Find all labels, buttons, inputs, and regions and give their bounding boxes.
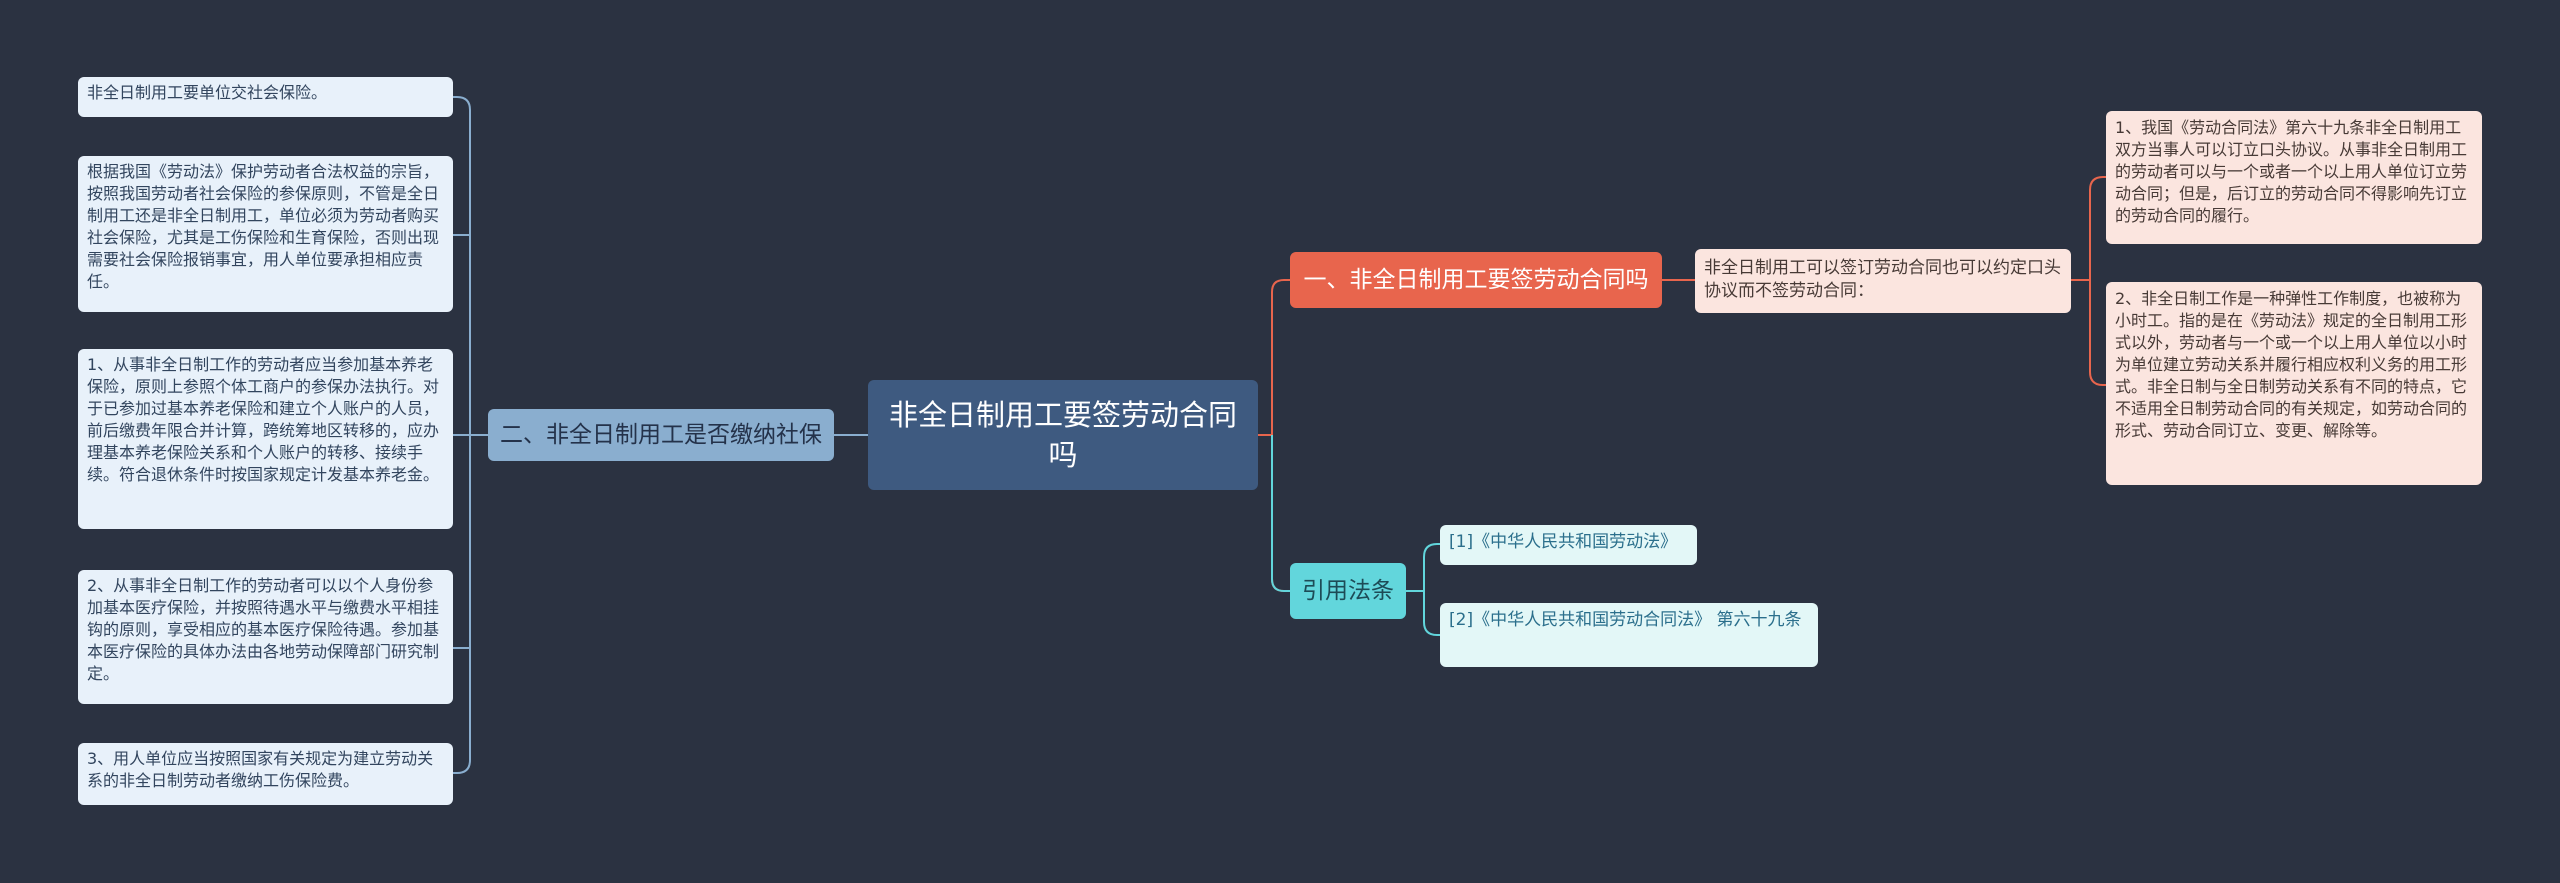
contract-summary-node[interactable]: 非全日制用工可以签订劳动合同也可以约定口头协议而不签劳动合同：	[1695, 249, 2071, 313]
citation-contract-law[interactable]: [2]《中华人民共和国劳动合同法》 第六十九条	[1440, 603, 1818, 667]
link-root-right	[1258, 279, 1290, 592]
link-root-right2	[1271, 435, 1290, 592]
link-left-leaves	[453, 96, 488, 774]
leaf-labor-law-basis[interactable]: 根据我国《劳动法》保护劳动者合法权益的宗旨，按照我国劳动者社会保险的参保原则，不…	[78, 156, 453, 312]
link-mid-leaves	[2071, 176, 2106, 386]
leaf-insurance-required[interactable]: 非全日制用工要单位交社会保险。	[78, 77, 453, 117]
leaf-injury-insurance[interactable]: 3、用人单位应当按照国家有关规定为建立劳动关系的非全日制劳动者缴纳工伤保险费。	[78, 743, 453, 805]
root-topic[interactable]: 非全日制用工要签劳动合同吗	[868, 380, 1258, 490]
branch-contract-required[interactable]: 一、非全日制用工要签劳动合同吗	[1290, 252, 1662, 308]
branch-cited-laws[interactable]: 引用法条	[1290, 563, 1406, 619]
leaf-flexible-work[interactable]: 2、非全日制工作是一种弹性工作制度，也被称为小时工。指的是在《劳动法》规定的全日…	[2106, 282, 2482, 485]
leaf-contract-law-69[interactable]: 1、我国《劳动合同法》第六十九条非全日制用工双方当事人可以订立口头协议。从事非全…	[2106, 111, 2482, 244]
citation-labor-law[interactable]: [1]《中华人民共和国劳动法》	[1440, 525, 1697, 565]
leaf-medical-insurance[interactable]: 2、从事非全日制工作的劳动者可以以个人身份参加基本医疗保险，并按照待遇水平与缴费…	[78, 570, 453, 704]
leaf-pension-insurance[interactable]: 1、从事非全日制工作的劳动者应当参加基本养老保险，原则上参照个体工商户的参保办法…	[78, 349, 453, 529]
branch-social-insurance[interactable]: 二、非全日制用工是否缴纳社保	[488, 409, 834, 461]
link-branch2-leaves	[1406, 543, 1440, 636]
